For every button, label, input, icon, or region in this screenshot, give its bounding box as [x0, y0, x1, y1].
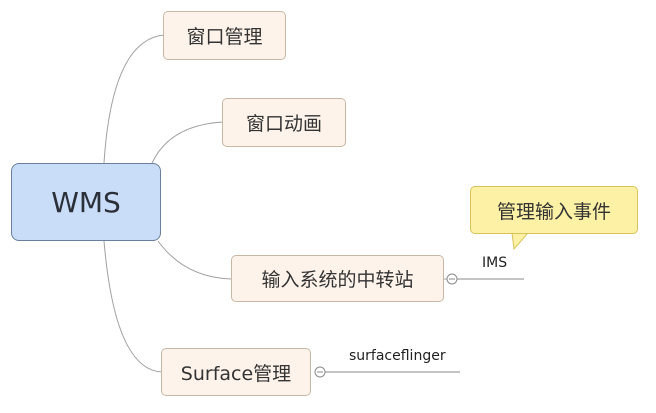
leaf-node-ims[interactable]: IMS	[482, 255, 508, 271]
branch-node-window-management[interactable]: 窗口管理	[163, 11, 286, 60]
connector-root-branch-2	[151, 121, 224, 164]
callout-note[interactable]: 管理输入事件	[470, 186, 638, 234]
callout-pointer	[511, 232, 530, 251]
branch-node-surface-management[interactable]: Surface管理	[161, 348, 311, 396]
root-node[interactable]: WMS	[11, 163, 161, 241]
connector-root-branch-3	[157, 240, 233, 280]
branch-node-input-relay[interactable]: 输入系统的中转站	[231, 255, 444, 302]
branch-node-window-animation[interactable]: 窗口动画	[222, 98, 346, 147]
connector-root-branch-1	[103, 34, 165, 164]
connector-root-branch-4	[103, 240, 163, 373]
leaf-node-surfaceflinger[interactable]: surfaceflinger	[349, 348, 446, 364]
